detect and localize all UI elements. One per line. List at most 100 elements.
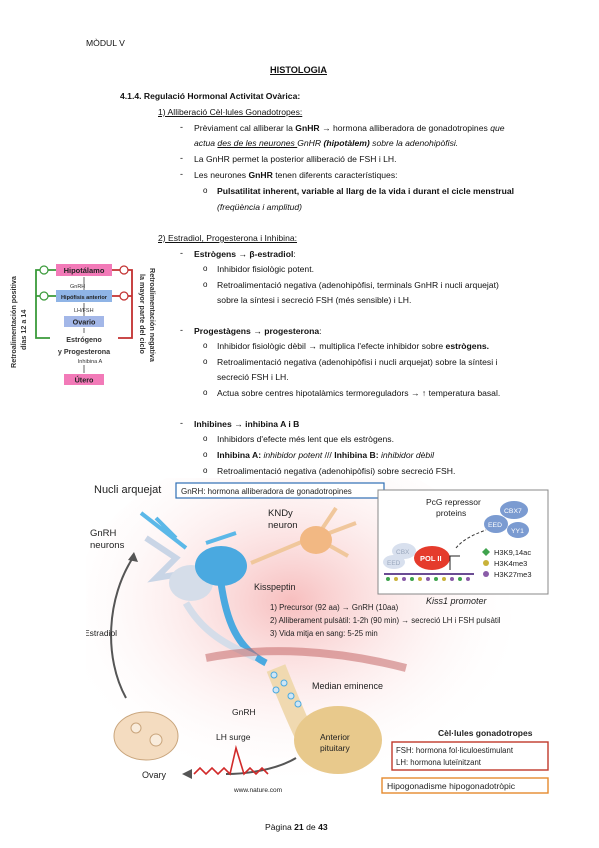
cbx7-label: CBX7 — [504, 508, 522, 515]
mark-dot — [410, 577, 414, 581]
fsh-definition: FSH: hormona fol·liculoestimulant — [396, 746, 514, 755]
text: → progesterona — [250, 326, 320, 336]
text: de — [303, 822, 319, 832]
hipogonadisme-box — [381, 777, 549, 794]
anterior-label: Anterior — [320, 732, 350, 742]
text: inhibidor dèbil — [378, 450, 435, 460]
text: : — [293, 249, 296, 259]
circle-bullet-icon: o — [203, 264, 208, 273]
s2-heading: 2) Estradiol, Progesterona i Inhibina: — [158, 233, 298, 243]
hipofisis-label: Hipófisis anterior — [61, 295, 108, 301]
text: GnHR — [297, 138, 324, 148]
text: actua — [194, 138, 218, 148]
text: → inhibina A i B — [231, 419, 300, 429]
kisspeptin-label: Kisspeptin — [254, 582, 296, 592]
lh-arrow — [225, 757, 297, 775]
circle-bullet-icon: o — [203, 186, 208, 195]
text: Estrògens — [194, 249, 237, 259]
section-title: 4.1.4. Regulació Hormonal Activitat Ovàr… — [120, 91, 301, 101]
kiss1-label: Kiss1 promoter — [426, 596, 488, 606]
h3k4-label: H3K4me3 — [494, 559, 527, 568]
h3k27-marker-icon — [483, 571, 489, 577]
inhibines-2: Inhibina A: inhibidor potent /// Inhibin… — [217, 450, 434, 461]
text: → β-estradiol — [236, 249, 294, 259]
s1-bullet-1-line-2: actua des de les neurones GnHR (hipotàle… — [194, 138, 458, 149]
dash: - — [180, 325, 183, 335]
dash: - — [180, 122, 183, 132]
h3k9-marker-icon — [482, 548, 490, 556]
text: que — [490, 123, 505, 133]
page-title: HISTOLOGIA — [270, 65, 327, 75]
circle-bullet-icon: o — [203, 341, 208, 350]
gnrh-regulation-diagram: Nucli arquejat GnRH: hormona alliberador… — [86, 478, 549, 794]
page-total: 43 — [318, 822, 328, 832]
estradiol-label: Estradiol — [86, 628, 117, 638]
text: Pàgina — [265, 822, 295, 832]
text: estrògens. — [445, 341, 490, 351]
circle-bullet-icon: o — [203, 450, 208, 459]
mark-dot — [458, 577, 462, 581]
granule-dot — [270, 671, 278, 679]
kndy-label: neuron — [268, 520, 298, 531]
yy1-label: YY1 — [511, 528, 524, 535]
progestagens-2a: Retroalimentació negativa (adenohipòfisi… — [217, 357, 498, 367]
inhibina-label: Inhibina A — [78, 359, 103, 365]
left-label-1: Retroalimentación positiva — [9, 275, 18, 368]
module-header: MÒDUL V — [86, 38, 125, 48]
text: des de les neurones — [217, 138, 298, 148]
gonadotropes-box — [391, 741, 549, 771]
text: Inhibina A: — [217, 450, 262, 460]
s1-heading: 1) Alliberació Cèl·lules Gonadotropes: — [158, 107, 303, 117]
granule-dot — [287, 692, 295, 700]
ovario-box — [64, 316, 104, 327]
s1-bullet-1-line-1: Prèviament cal alliberar la GnHR → hormo… — [194, 123, 505, 134]
text: Inhibidor fisiològic dèbil → multiplica … — [217, 341, 446, 351]
nucli-label: Nucli arquejat — [94, 484, 161, 496]
h3k27-label: H3K27me3 — [494, 570, 532, 579]
estrogens-heading: Estrògens → β-estradiol: — [194, 249, 296, 260]
utero-box — [64, 374, 104, 385]
lh-surge-wave — [193, 744, 269, 776]
text: → hormona alliberadora de gonadotropines — [319, 123, 491, 133]
eed-bg-label: EED — [387, 560, 401, 567]
progestagens-1: Inhibidor fisiològic dèbil → multiplica … — [217, 341, 489, 352]
s1-bullet-2: La GnHR permet la posterior alliberació … — [194, 154, 397, 164]
histone-marks — [386, 577, 470, 581]
granule-dot — [294, 700, 302, 708]
progestagens-heading: Progestàgens → progesterona: — [194, 326, 322, 337]
estrogeno-label: Estrógeno — [66, 335, 102, 344]
pol2-protein — [414, 546, 450, 570]
hipotalamo-label: Hipotálamo — [64, 266, 105, 275]
gnrh-granules — [270, 671, 302, 708]
gnrh-neuron — [195, 546, 247, 586]
mark-dot — [402, 577, 406, 581]
estrogens-2b: sobre la síntesi i secreció FSH (més sen… — [217, 295, 412, 305]
gnrh-definition: GnRH: hormona alliberadora de gonadotrop… — [181, 487, 352, 496]
note-3: 3) Vida mitja en sang: 5-25 min — [270, 629, 378, 638]
minus-icon — [119, 291, 129, 301]
plus-icon — [39, 291, 49, 301]
minus-icon — [119, 265, 129, 275]
text: Inhibina B: — [334, 450, 379, 460]
gnrh-neurons-label: GnRH — [90, 528, 117, 539]
page-number: 21 — [294, 822, 304, 832]
gnrh-axon — [217, 582, 268, 667]
circle-bullet-icon: o — [203, 466, 208, 475]
mark-dot — [418, 577, 422, 581]
mark-dot — [442, 577, 446, 581]
arrow-head-icon — [182, 769, 192, 779]
hormonal-feedback-diagram: Retroalimentación positiva días 12 a 14 … — [8, 250, 168, 390]
estrogens-1: Inhibidor fisiològic potent. — [217, 264, 314, 274]
circle-bullet-icon: o — [203, 280, 208, 289]
dash: - — [180, 169, 183, 179]
ovary-label: Ovary — [142, 770, 167, 780]
hipotalamo-box — [56, 264, 112, 276]
text: (hipotàlem) — [323, 138, 370, 148]
arrow-head-icon — [128, 552, 138, 562]
follicle — [149, 733, 163, 747]
mark-dot — [394, 577, 398, 581]
mark-dot — [386, 577, 390, 581]
text: GnHR — [295, 123, 320, 133]
circle-bullet-icon: o — [203, 388, 208, 397]
page-footer: Pàgina 21 de 43 — [265, 822, 328, 833]
